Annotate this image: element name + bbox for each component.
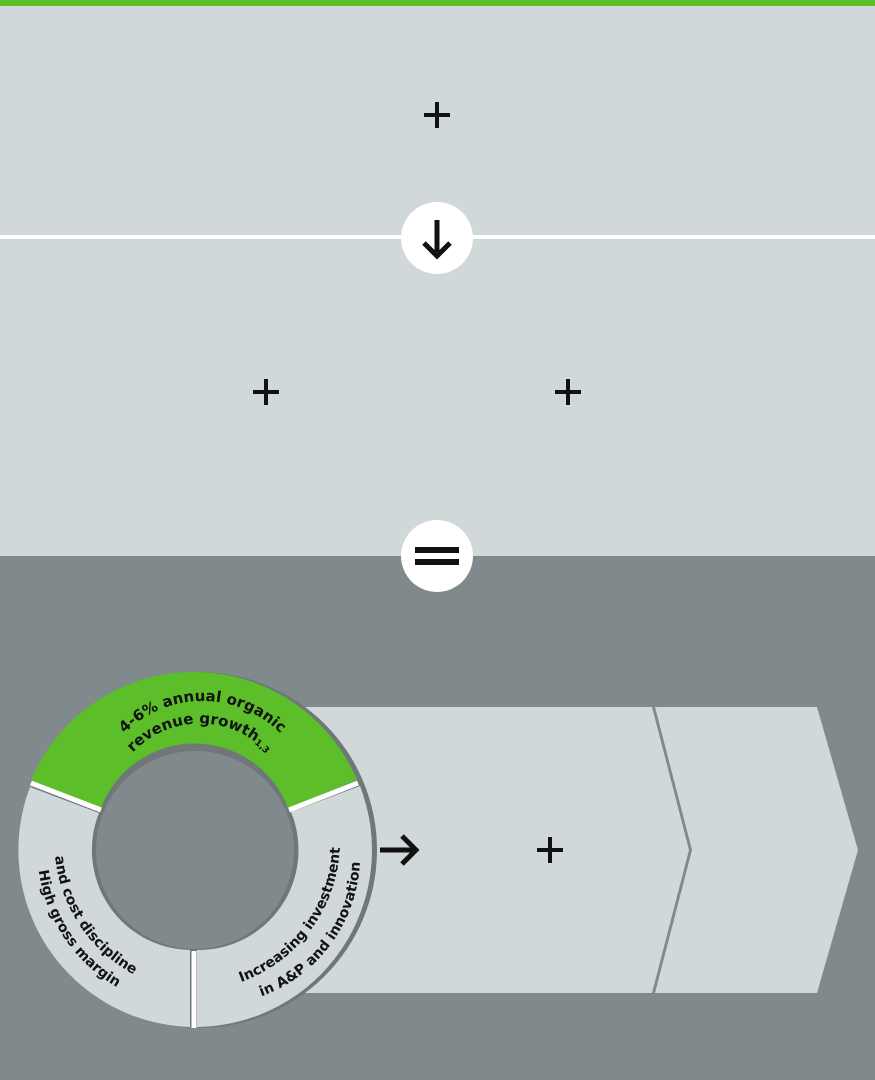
chevron-shape (300, 707, 689, 993)
chevron-shape (655, 707, 858, 993)
ring-segment-margin (18, 787, 191, 1027)
arrow-down-icon (401, 202, 473, 274)
middle-panel (0, 239, 875, 556)
ring-segment-growth (31, 671, 357, 808)
plus-icon (253, 379, 279, 405)
plus-icon (424, 102, 450, 128)
arrow-right-icon (380, 834, 420, 866)
plus-icon (555, 379, 581, 405)
equals-icon (401, 520, 473, 592)
top-accent-bar (0, 0, 875, 6)
ring-segment-investment (197, 786, 372, 1027)
plus-icon (537, 837, 563, 863)
